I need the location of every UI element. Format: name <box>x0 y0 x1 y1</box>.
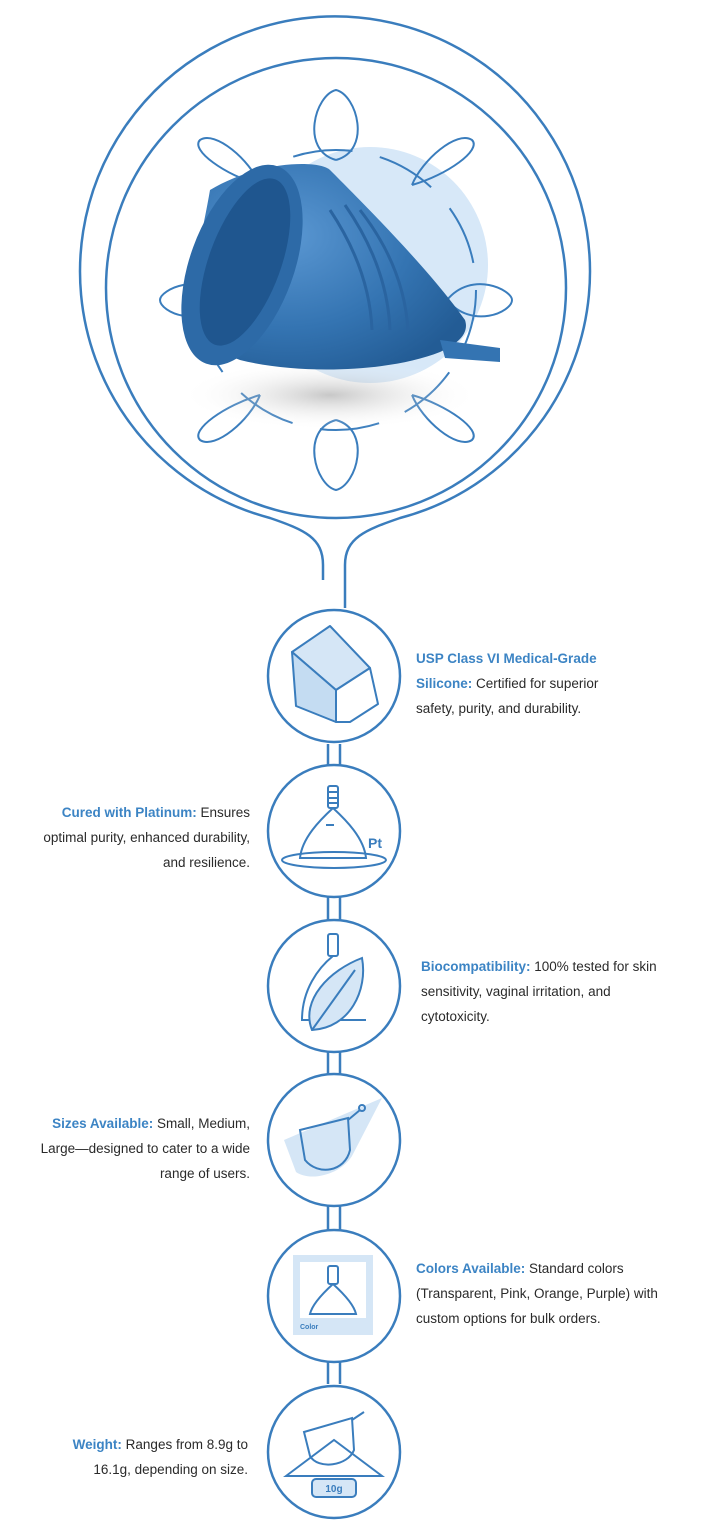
feature-text: Certified for superior safety, purity, a… <box>416 676 599 716</box>
weight-label: 10g <box>325 1484 342 1495</box>
feature-platinum: Cured with Platinum: Ensures optimal pur… <box>18 800 250 875</box>
feature-sizes: Sizes Available: Small, Medium, Large—de… <box>20 1111 250 1186</box>
feature-title: USP Class VI Medical-Grade Silicone: <box>416 651 597 691</box>
feature-title: Colors Available: <box>416 1261 526 1276</box>
platinum-label: Pt <box>368 835 382 851</box>
feature-title: Sizes Available: <box>52 1116 154 1131</box>
feature-title: Biocompatibility: <box>421 959 531 974</box>
feature-title: Cured with Platinum: <box>61 805 197 820</box>
feature-text: 100% tested for skin sensitivity, vagina… <box>421 959 657 1024</box>
color-label: Color <box>300 1324 319 1331</box>
cube-icon <box>266 608 402 744</box>
blue-menstrual-cup-icon <box>158 88 514 492</box>
hero-frame <box>78 15 592 1384</box>
feature-text: Ensures optimal purity, enhanced durabil… <box>43 805 250 870</box>
platinum-cup-icon: Pt <box>266 763 402 899</box>
weight-scale-icon: 10g <box>266 1384 402 1520</box>
feature-weight: Weight: Ranges from 8.9g to 16.1g, depen… <box>40 1432 248 1482</box>
feature-text: Small, Medium, Large—designed to cater t… <box>40 1116 250 1181</box>
feature-silicone: USP Class VI Medical-Grade Silicone: Cer… <box>416 646 636 721</box>
sizes-cup-icon <box>266 1072 402 1208</box>
feature-colors: Colors Available: Standard colors (Trans… <box>416 1256 686 1331</box>
feature-text: Standard colors (Transparent, Pink, Oran… <box>416 1261 658 1326</box>
color-swatch-icon: Color <box>266 1228 402 1364</box>
leaf-cup-icon <box>266 918 402 1054</box>
feature-biocompatibility: Biocompatibility: 100% tested for skin s… <box>421 954 657 1029</box>
feature-text: Ranges from 8.9g to 16.1g, depending on … <box>93 1437 248 1477</box>
feature-title: Weight: <box>72 1437 122 1452</box>
